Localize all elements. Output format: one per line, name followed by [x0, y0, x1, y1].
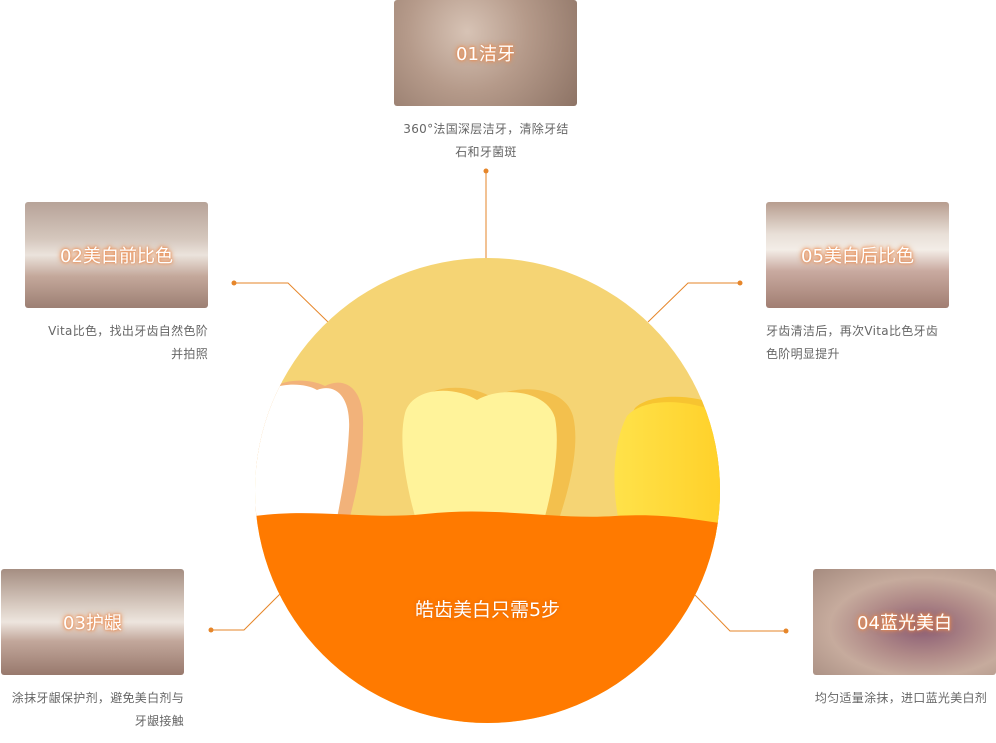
step-03-description: 涂抹牙龈保护剂，避免美白剂与 牙龈接触: [11, 691, 184, 728]
connector-dot-05: [737, 280, 743, 286]
center-caption: 皓齿美白只需5步: [414, 599, 561, 621]
step-02-title: 02美白前比色: [60, 246, 173, 267]
step-05-title: 05美白后比色: [801, 246, 914, 267]
connector-dot-04: [783, 628, 789, 634]
connector-04: [693, 593, 786, 632]
connector-02: [234, 282, 329, 323]
step-04-description: 均匀适量涂抹，进口蓝光美白剂: [814, 691, 988, 705]
step-04-photo: 04蓝光美白: [813, 569, 996, 675]
connector-05: [647, 282, 740, 323]
connector-03: [211, 591, 283, 631]
step-03-photo: 03护龈: [1, 569, 184, 675]
step-05-photo: 05美白后比色: [766, 202, 949, 308]
step-02-photo: 02美白前比色: [25, 202, 208, 308]
step-05-description: 牙齿清洁后，再次Vita比色牙齿 色阶明显提升: [766, 324, 939, 361]
step-01-title: 01洁牙: [456, 44, 515, 65]
step-04-title: 04蓝光美白: [857, 613, 952, 634]
step-02-description: Vita比色，找出牙齿自然色阶 并拍照: [48, 324, 208, 361]
connector-dot-03: [208, 627, 214, 633]
step-01-description: 360°法国深层洁牙，清除牙结 石和牙菌斑: [403, 122, 569, 159]
step-01-photo: 01洁牙: [394, 0, 577, 106]
connector-dot-01: [483, 168, 489, 174]
connector-dot-02: [231, 280, 237, 286]
teeth-whitening-circle: [255, 258, 720, 723]
step-03-title: 03护龈: [63, 613, 122, 634]
